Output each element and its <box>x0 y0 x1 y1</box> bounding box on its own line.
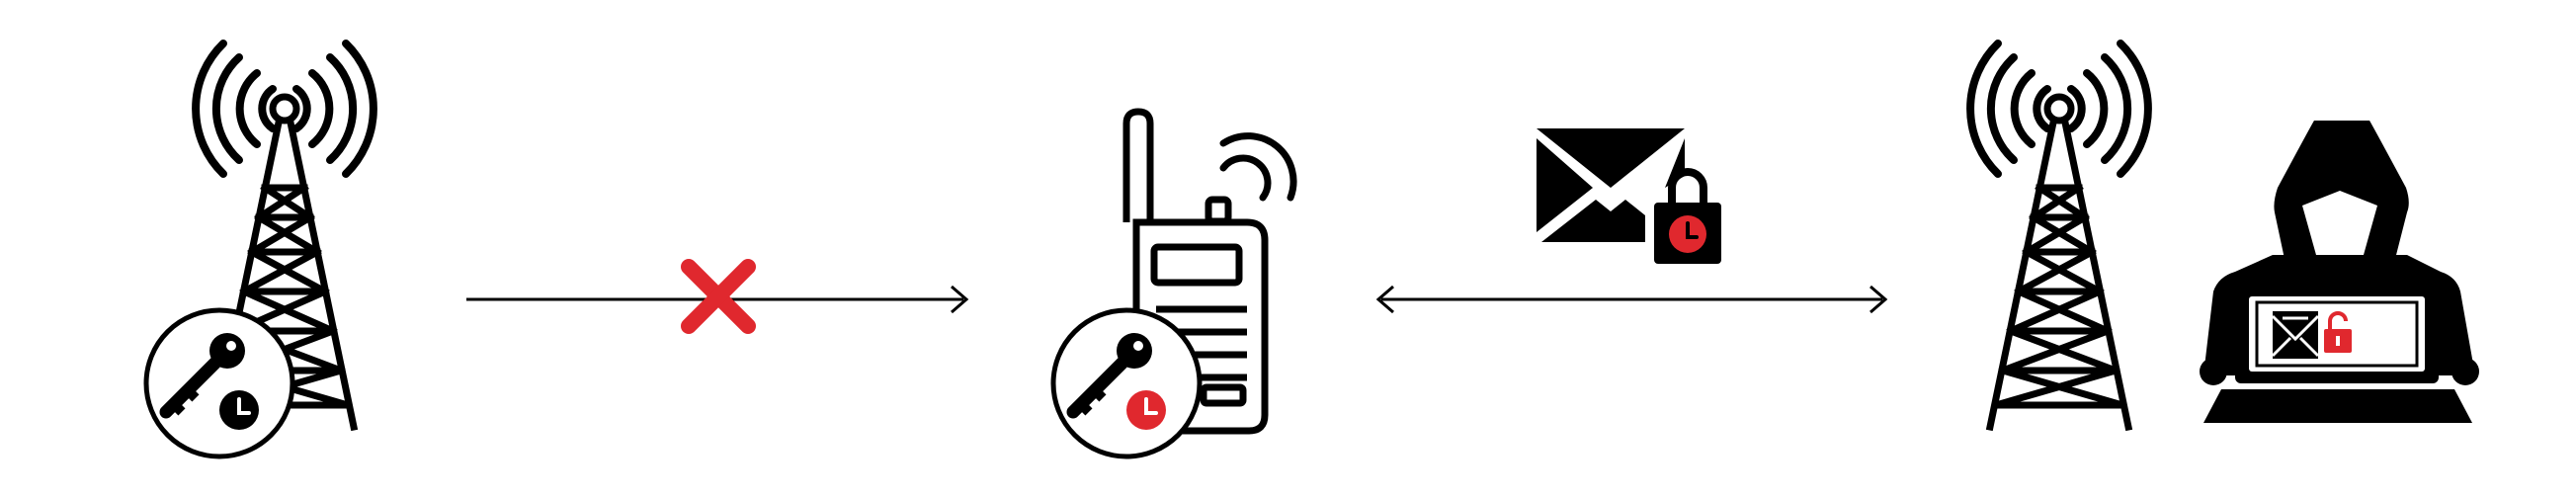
blocked-link-arrow <box>466 259 969 334</box>
hooded-attacker-laptop-icon <box>2200 121 2479 423</box>
cell-tower-icon <box>1970 43 2148 427</box>
radio-device-node <box>1050 108 1297 459</box>
envelope-lock-clock-icon <box>1537 128 1721 264</box>
active-link-arrow <box>1375 285 1888 314</box>
key-clock-badge-icon <box>143 307 295 459</box>
key-expired-clock-badge-icon <box>1050 307 1203 459</box>
attacker-node <box>2200 121 2479 423</box>
legit-tower-node <box>143 43 374 459</box>
rogue-tower-node <box>1970 43 2148 427</box>
red-x-icon <box>681 259 756 334</box>
